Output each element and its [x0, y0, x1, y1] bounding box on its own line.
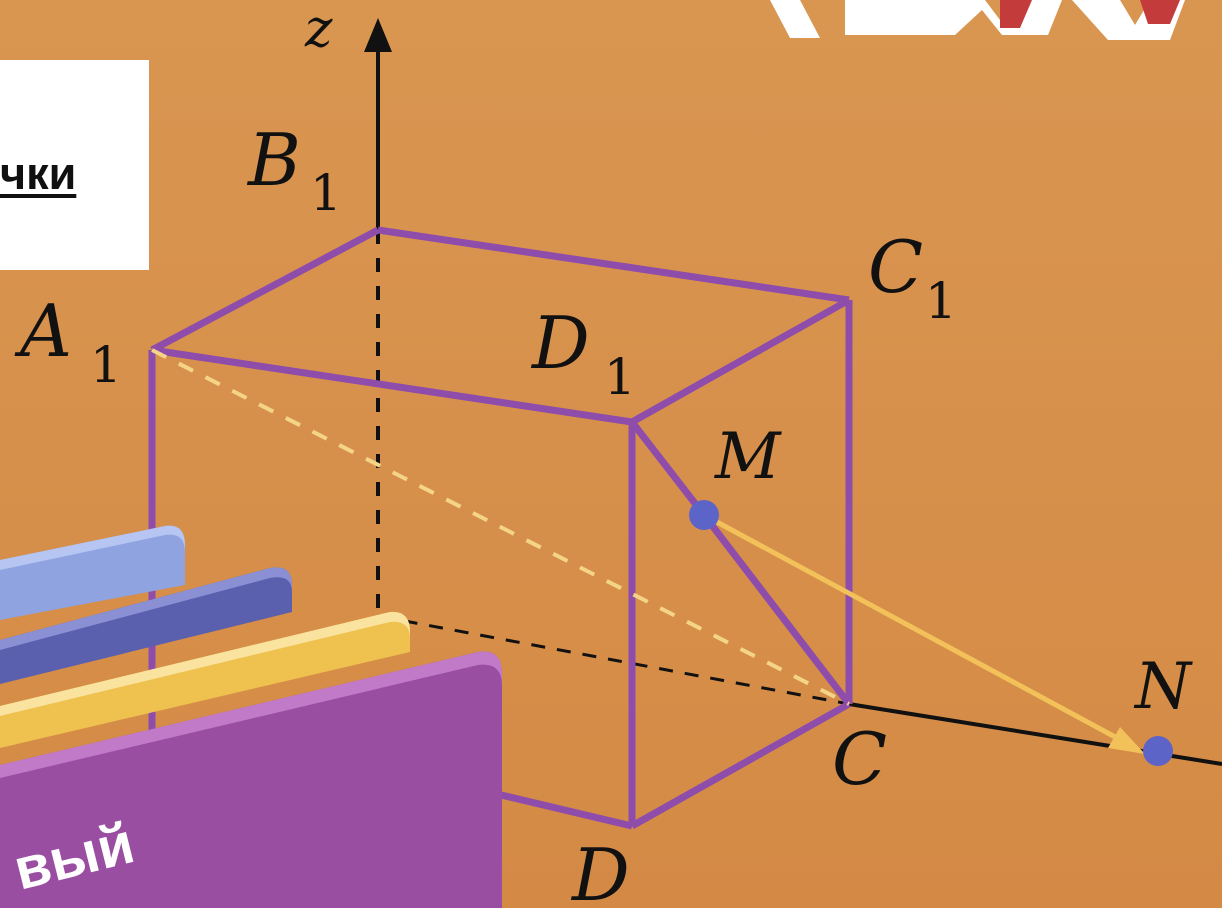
panel-text: чки [0, 148, 77, 199]
vertex-a1-sub: 1 [90, 336, 122, 394]
white-panel: чки [0, 60, 149, 270]
vertex-b1-letter: B [246, 118, 301, 202]
dashed-diagonal [151, 348, 850, 706]
vector-mn [702, 512, 1145, 754]
vertex-b1-sub: 1 [310, 164, 342, 222]
labels: z B 1 A 1 D 1 C 1 M N C D [14, 0, 1193, 908]
point-n-label: N [1133, 650, 1193, 724]
vertex-d1-letter: D [530, 301, 590, 385]
card-stack: вый [0, 525, 502, 908]
banner-fragment [770, 0, 1185, 40]
point-n [1143, 736, 1173, 766]
point-m [689, 500, 719, 530]
vertex-c-letter: C [832, 717, 887, 801]
vertex-d1-sub: 1 [604, 348, 636, 406]
axis-z-label: z [304, 0, 333, 59]
vertex-c1-sub: 1 [925, 272, 957, 330]
vertex-d-letter: D [570, 833, 630, 908]
vertex-a1-letter: A [14, 289, 72, 373]
point-m-label: M [714, 420, 782, 494]
axes [364, 18, 1222, 766]
vertex-c1-letter: C [868, 225, 923, 309]
